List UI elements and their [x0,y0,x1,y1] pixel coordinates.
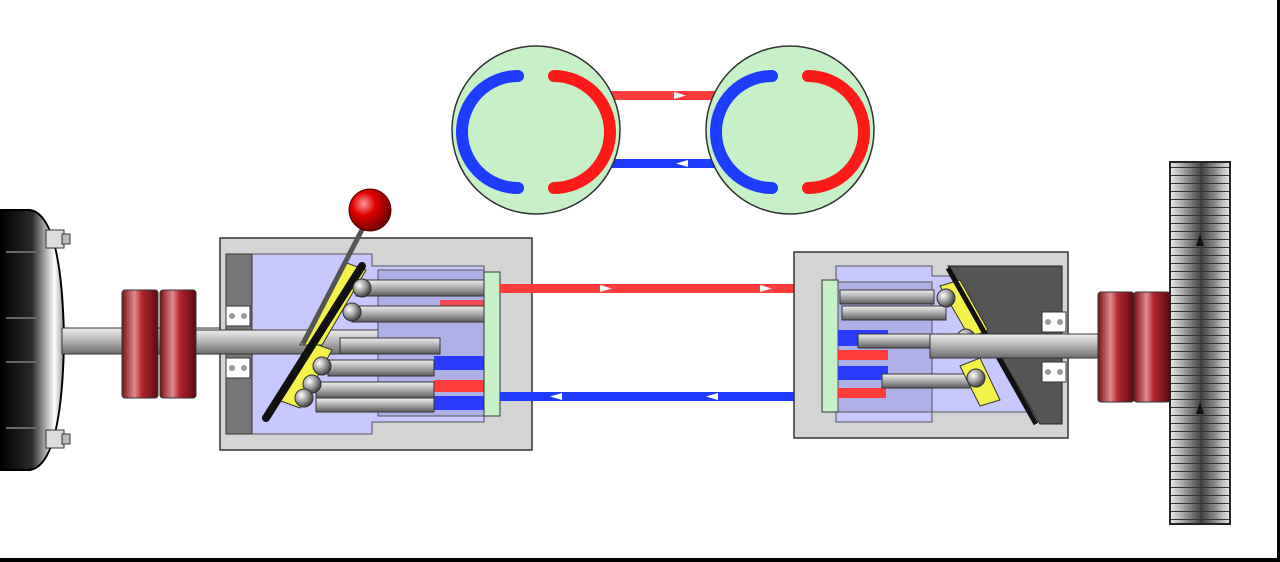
rotation-arrow-icon [1196,402,1204,414]
indicator-return-line [500,159,734,168]
pump-pistons [315,279,485,413]
lever-arm[interactable] [301,219,369,345]
lever-knob[interactable] [348,188,392,232]
hydraulic-lines [500,284,822,401]
motor-valve-plate [821,279,839,413]
indicator-pressure-line [586,91,830,100]
output-flywheel [1169,161,1231,525]
pump-bearings [225,305,251,379]
frame-edge-right [1277,0,1280,562]
motor-port-disk [705,45,875,215]
pump-swashplate [262,261,372,422]
pressure-flow-arrows [600,285,772,292]
electric-motor [0,209,71,471]
fixed-displacement-motor [793,251,1105,439]
pump-valve-plate [483,271,501,417]
pressure-line [500,284,822,293]
control-lever[interactable] [301,188,392,345]
input-coupling [121,289,197,399]
variable-displacement-pump [195,237,533,451]
output-shaft [929,333,1105,359]
return-flow-arrows [550,393,718,400]
rotation-arrow-icon [1196,234,1204,246]
pump-port-disk [451,45,621,215]
output-coupling [1097,291,1171,403]
valve-plate-indicators [451,45,875,215]
return-line [500,392,822,401]
frame-edge-bottom [0,558,1280,562]
